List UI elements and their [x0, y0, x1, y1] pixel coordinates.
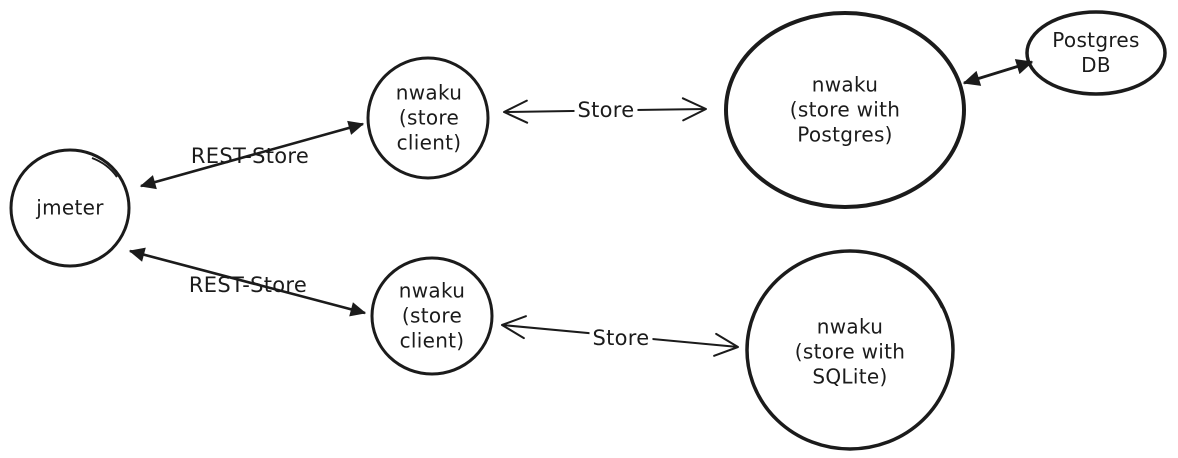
- store-sqlite-node-label: nwaku (store with SQLite): [794, 314, 906, 389]
- store-client-top-node-circle: [366, 56, 490, 180]
- store-client-top-node-label: nwaku (store client): [395, 80, 463, 155]
- jmeter-node-sketch-stroke: [91, 157, 118, 178]
- rest-store-top-arrow: [139, 120, 365, 190]
- postgres-db-node-circle: [1025, 10, 1167, 96]
- store-postgres-node-label: nwaku (store with Postgres): [789, 72, 901, 147]
- postgres-db-node-label: Postgres DB: [1052, 28, 1140, 77]
- store-client-bottom-node-label: nwaku (store client): [398, 278, 466, 353]
- store-top-arrow-label: Store: [574, 99, 638, 121]
- rest-store-bottom-arrow: [128, 247, 367, 317]
- rest-store-bottom-arrow-label: REST-Store: [188, 273, 308, 297]
- store-client-bottom-node-circle: [370, 256, 494, 376]
- store-postgres-node-circle: [724, 11, 966, 209]
- jmeter-node-circle: [9, 148, 131, 268]
- store-sqlite-node-circle: [745, 249, 955, 451]
- store-sqlite-node-sketch-stroke: [889, 259, 943, 309]
- store-bottom-arrow-label: Store: [589, 327, 653, 349]
- postgres-db-link-arrow: [962, 59, 1034, 86]
- rest-store-top-arrow-label: REST-Store: [190, 144, 310, 168]
- jmeter-node-label: jmeter: [36, 195, 104, 220]
